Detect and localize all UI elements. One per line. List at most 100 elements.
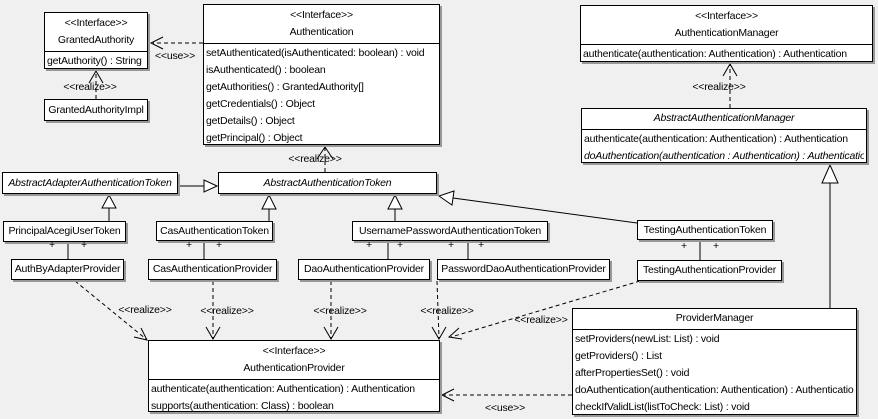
realize-stereotype-label: <<realize>> bbox=[692, 81, 746, 93]
realize-stereotype-label: <<realize>> bbox=[288, 153, 342, 165]
class-name: AuthenticationManager bbox=[674, 27, 779, 39]
class-username-password-authentication-token[interactable]: UsernamePasswordAuthenticationToken bbox=[352, 221, 548, 241]
realize-stereotype-label: <<realize>> bbox=[118, 304, 172, 316]
hollow-triangle-icon bbox=[101, 193, 117, 209]
method-label: getCredentials() : Object bbox=[206, 98, 315, 110]
multiplicity-label: + bbox=[681, 240, 687, 252]
method-label: supports(authentication: Class) : boolea… bbox=[151, 400, 334, 412]
class-name: TestingAuthenticationToken bbox=[643, 223, 767, 236]
open-arrowhead-icon bbox=[323, 326, 339, 340]
multiplicity-label: + bbox=[366, 239, 372, 251]
class-name: DaoAuthenticationProvider bbox=[304, 263, 424, 275]
class-name: UsernamePasswordAuthenticationToken bbox=[358, 224, 542, 237]
class-header: AbstractAuthenticationManager bbox=[582, 109, 866, 129]
methods-compartment: setAuthenticated(isAuthenticated: boolea… bbox=[204, 43, 439, 147]
class-name: CasAuthenticationProvider bbox=[152, 263, 273, 275]
hollow-triangle-icon bbox=[203, 179, 219, 193]
class-testing-authentication-provider[interactable]: TestingAuthenticationProvider bbox=[637, 260, 782, 281]
stereotype-label: <<Interface>> bbox=[64, 17, 128, 29]
edge-generalization-providermanager-to-abstractauthenticationmanager bbox=[821, 163, 839, 308]
method-label: authenticate(authentication: Authenticat… bbox=[583, 48, 847, 60]
open-arrowhead-icon bbox=[431, 326, 447, 340]
class-name: GrantedAuthority bbox=[57, 34, 135, 46]
method-label: doAuthentication(authentication : Authen… bbox=[584, 150, 864, 162]
open-arrowhead-icon bbox=[205, 326, 221, 340]
edge-use-providermanager-to-authenticationprovider bbox=[440, 388, 572, 402]
realize-stereotype-label: <<realize>> bbox=[420, 305, 474, 317]
methods-compartment: authenticate(authentication: Authenticat… bbox=[581, 44, 872, 63]
multiplicity-label: + bbox=[216, 239, 222, 251]
class-name: Authentication bbox=[289, 26, 354, 38]
edge-generalization-testingtoken bbox=[437, 190, 638, 224]
hollow-triangle-icon bbox=[437, 190, 455, 206]
multiplicity-label: + bbox=[186, 239, 192, 251]
method-label: getAuthorities() : GrantedAuthority[] bbox=[206, 81, 364, 93]
open-arrowhead-icon bbox=[133, 327, 148, 341]
class-granted-authority[interactable]: <<Interface>> GrantedAuthority getAuthor… bbox=[44, 12, 148, 69]
class-name: GrantedAuthorityImpl bbox=[48, 103, 144, 116]
generalization-line bbox=[452, 197, 638, 224]
multiplicity-label: + bbox=[478, 239, 484, 251]
class-header: <<Interface>> AuthenticationProvider bbox=[149, 341, 439, 379]
realize-stereotype-label: <<realize>> bbox=[200, 305, 254, 317]
class-name: ProviderManager bbox=[675, 312, 754, 324]
method-label: getAuthority() : String bbox=[47, 55, 142, 67]
class-name: PrincipalAcegiUserToken bbox=[8, 225, 121, 237]
method-label: doAuthentication(authentication: Authent… bbox=[575, 384, 854, 396]
class-abstract-adapter-authentication-token[interactable]: AbstractAdapterAuthenticationToken bbox=[2, 172, 178, 194]
class-name: CasAuthenticationToken bbox=[160, 224, 269, 237]
hollow-triangle-icon bbox=[261, 193, 277, 210]
class-authentication-manager[interactable]: <<Interface>> AuthenticationManager auth… bbox=[580, 5, 873, 62]
class-granted-authority-impl[interactable]: GrantedAuthorityImpl bbox=[44, 99, 148, 121]
stereotype-label: <<Interface>> bbox=[290, 9, 353, 21]
class-cas-authentication-provider[interactable]: CasAuthenticationProvider bbox=[148, 259, 277, 280]
method-label: setProviders(newList: List) : void bbox=[575, 333, 720, 345]
realize-stereotype-label: <<realize>> bbox=[313, 305, 367, 317]
open-arrowhead-icon bbox=[440, 388, 455, 402]
use-stereotype-label: <<use>> bbox=[484, 402, 526, 414]
class-testing-authentication-token[interactable]: TestingAuthenticationToken bbox=[637, 220, 773, 240]
method-label: getDetails() : Object bbox=[206, 115, 295, 127]
class-principal-acegi-user-token[interactable]: PrincipalAcegiUserToken bbox=[3, 221, 126, 242]
method-label: setAuthenticated(isAuthenticated: boolea… bbox=[206, 47, 425, 59]
class-abstract-authentication-token[interactable]: AbstractAuthenticationToken bbox=[218, 172, 437, 194]
class-provider-manager[interactable]: ProviderManager setProviders(newList: Li… bbox=[572, 308, 857, 415]
use-stereotype-label: <<use>> bbox=[154, 50, 196, 62]
class-abstract-authentication-manager[interactable]: AbstractAuthenticationManager authentica… bbox=[581, 108, 867, 163]
methods-compartment: authenticate(authentication: Authenticat… bbox=[582, 129, 866, 165]
edge-generalization-casauthenticationtoken bbox=[261, 193, 277, 221]
open-arrowhead-icon bbox=[722, 63, 738, 77]
class-name: AuthenticationProvider bbox=[243, 362, 345, 374]
class-auth-by-adapter-provider[interactable]: AuthByAdapterProvider bbox=[11, 259, 124, 280]
multiplicity-label: + bbox=[49, 239, 55, 251]
class-authentication[interactable]: <<Interface>> Authentication setAuthenti… bbox=[203, 4, 440, 145]
class-name: AbstractAuthenticationManager bbox=[653, 112, 795, 124]
realize-stereotype-label: <<realize>> bbox=[63, 81, 117, 93]
hollow-triangle-icon bbox=[821, 163, 839, 184]
class-header: <<Interface>> GrantedAuthority bbox=[45, 13, 147, 51]
class-name: AuthByAdapterProvider bbox=[14, 263, 121, 275]
edge-use-authentication-to-grantedauthority bbox=[149, 36, 203, 50]
multiplicity-label: + bbox=[397, 239, 403, 251]
edge-generalization-abstractadaptertoken-to-abstracttoken bbox=[178, 179, 219, 193]
stereotype-label: <<Interface>> bbox=[262, 345, 326, 357]
method-label: authenticate(authentication: Authenticat… bbox=[584, 133, 848, 145]
class-header: ProviderManager bbox=[573, 309, 856, 329]
class-name: PasswordDaoAuthenticationProvider bbox=[441, 263, 606, 275]
hollow-triangle-icon bbox=[387, 193, 403, 210]
open-arrowhead-icon bbox=[149, 36, 164, 50]
stereotype-label: <<Interface>> bbox=[695, 10, 758, 22]
method-label: afterPropertiesSet() : void bbox=[575, 367, 690, 379]
multiplicity-label: + bbox=[81, 239, 87, 251]
method-label: authenticate(authentication: Authenticat… bbox=[151, 383, 415, 395]
edge-generalization-usernamepasswordtoken bbox=[387, 193, 403, 221]
class-header: <<Interface>> Authentication bbox=[204, 5, 439, 43]
methods-compartment: authenticate(authentication: Authenticat… bbox=[149, 379, 439, 415]
open-arrowhead-icon bbox=[447, 327, 463, 340]
methods-compartment: setProviders(newList: List) : void getPr… bbox=[573, 329, 856, 416]
class-dao-authentication-provider[interactable]: DaoAuthenticationProvider bbox=[298, 259, 430, 280]
class-authentication-provider[interactable]: <<Interface>> AuthenticationProvider aut… bbox=[148, 340, 440, 412]
class-name: TestingAuthenticationProvider bbox=[642, 264, 777, 276]
class-password-dao-authentication-provider[interactable]: PasswordDaoAuthenticationProvider bbox=[437, 259, 610, 280]
class-cas-authentication-token[interactable]: CasAuthenticationToken bbox=[156, 221, 273, 241]
